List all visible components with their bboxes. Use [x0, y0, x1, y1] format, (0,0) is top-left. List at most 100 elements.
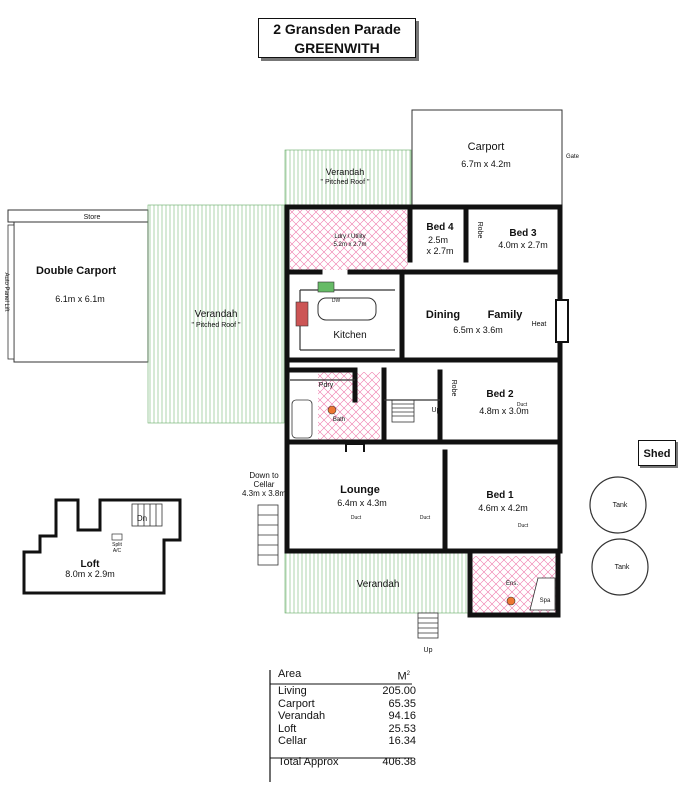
verandah-top — [284, 149, 412, 206]
loft-stairs — [131, 503, 163, 527]
sink — [317, 281, 335, 293]
bed4-dims1: 2.5m — [428, 235, 448, 245]
verandah-side-name: Verandah — [195, 309, 238, 320]
auto-panel-lift-label: Auto Panel Lift — [3, 272, 9, 311]
area-total-label: Total Approx — [278, 755, 339, 768]
cellar-label2: Cellar — [254, 480, 275, 489]
area-row-value: 16.34 — [388, 735, 416, 747]
lounge-dims: 6.4m x 4.3m — [337, 498, 387, 508]
area-row-value: 25.53 — [388, 722, 416, 735]
robe-mid-label: Robe — [450, 380, 457, 397]
cellar-label1: Down to — [249, 471, 279, 480]
loft-outline — [22, 498, 182, 595]
area-row-label: Loft — [278, 722, 297, 735]
lounge-duct1: Duct — [351, 515, 362, 521]
area-row-value: 94.16 — [388, 710, 416, 722]
bath-toilet — [327, 405, 337, 415]
area-total-value: 406.38 — [382, 755, 416, 768]
tank-2 — [591, 538, 649, 596]
ensuite-toilet — [506, 596, 516, 606]
tank-1 — [589, 476, 647, 534]
area-row-label: Cellar — [278, 735, 307, 747]
carport-dims: 6.7m x 4.2m — [461, 159, 511, 169]
area-row-label: Verandah — [278, 710, 326, 722]
dining-label: Dining — [426, 309, 460, 321]
area-col-unit: M2 — [397, 670, 410, 683]
dw-label: DW — [332, 298, 341, 304]
cellar-steps — [257, 504, 279, 566]
carport-gate: Gate — [566, 154, 580, 160]
up-front-label: Up — [424, 647, 433, 654]
lounge-name: Lounge — [340, 484, 380, 496]
store — [7, 209, 149, 223]
split-ac-unit — [111, 533, 123, 541]
bed4-dims2: x 2.7m — [426, 246, 453, 256]
title-suburb: GREENWITH — [294, 40, 380, 56]
pdry-label: Pdry — [319, 382, 334, 389]
area-row-value: 65.35 — [388, 697, 416, 710]
kitchen-island — [317, 297, 377, 321]
area-row-value: 205.00 — [382, 685, 416, 697]
title-box: 2 Gransden Parade GREENWITH — [258, 18, 416, 58]
area-row-label: Living — [278, 685, 307, 697]
area-row-label: Carport — [278, 697, 315, 710]
area-row: Living 205.00 — [266, 685, 416, 698]
tank1-label: Tank — [613, 502, 628, 509]
bed1-duct: Duct — [518, 523, 529, 529]
loft-dn-label: Dn — [137, 514, 147, 523]
heater — [555, 299, 569, 343]
bed2-dims: 4.8m x 3.0m — [479, 406, 529, 416]
bed1-name: Bed 1 — [486, 490, 514, 501]
family-label: Family — [488, 309, 524, 321]
loft-dims: 8.0m x 2.9m — [65, 569, 115, 579]
area-row: Cellar 16.34 — [266, 735, 416, 748]
area-col-label: Area — [278, 668, 302, 680]
lounge-duct2: Duct — [420, 515, 431, 521]
carport-name: Carport — [468, 141, 505, 153]
up-mid-label: Up — [432, 407, 441, 414]
bed3-dims: 4.0m x 2.7m — [498, 240, 548, 250]
bed1-dims: 4.6m x 4.2m — [478, 503, 528, 513]
verandah-side — [147, 204, 285, 424]
cellar-dims: 4.3m x 3.8m — [242, 489, 286, 498]
double-carport-name: Double Carport — [36, 265, 116, 277]
walls — [284, 204, 563, 618]
laundry-floor — [290, 210, 408, 270]
loft-name: Loft — [81, 559, 101, 570]
bed2-name: Bed 2 — [486, 389, 514, 400]
area-row: Verandah 94.16 — [266, 710, 416, 723]
spa-label: Spa — [540, 598, 551, 604]
lounge-fireplace — [345, 443, 365, 452]
area-total-row: Total Approx 406.38 — [266, 756, 416, 769]
verandah-side-note: " Pitched Roof " — [192, 322, 241, 329]
bath-label: Bath — [333, 417, 345, 423]
bed3-name: Bed 3 — [509, 228, 537, 239]
heat-label: Heat — [532, 321, 547, 328]
kitchen-label: Kitchen — [333, 330, 366, 341]
verandah-front-label: Verandah — [357, 579, 400, 590]
area-table-header: Area M2 — [266, 668, 416, 683]
auto-panel-lift — [7, 224, 15, 360]
double-carport-dims: 6.1m x 6.1m — [55, 294, 105, 304]
verandah-top-name: Verandah — [326, 167, 365, 177]
cooktop — [295, 301, 309, 327]
spa-bath — [529, 577, 556, 611]
bath-floor — [318, 372, 380, 440]
area-row: Loft 25.53 — [266, 723, 416, 736]
loft-ac-label1: Split — [112, 542, 122, 548]
robe-top-label: Robe — [476, 222, 483, 239]
front-steps — [417, 612, 439, 639]
internal-stairs — [391, 399, 415, 423]
laundry-dims: 5.2m x 2.7m — [333, 242, 366, 248]
double-carport-outline — [13, 221, 149, 363]
laundry-name: Ldry / Utility — [334, 234, 365, 240]
verandah-front — [284, 552, 473, 614]
shed-box: Shed — [638, 440, 676, 466]
area-row: Carport 65.35 — [266, 698, 416, 711]
title-address: 2 Gransden Parade — [273, 21, 401, 37]
tank2-label: Tank — [615, 564, 630, 571]
carport-outline — [411, 109, 563, 222]
